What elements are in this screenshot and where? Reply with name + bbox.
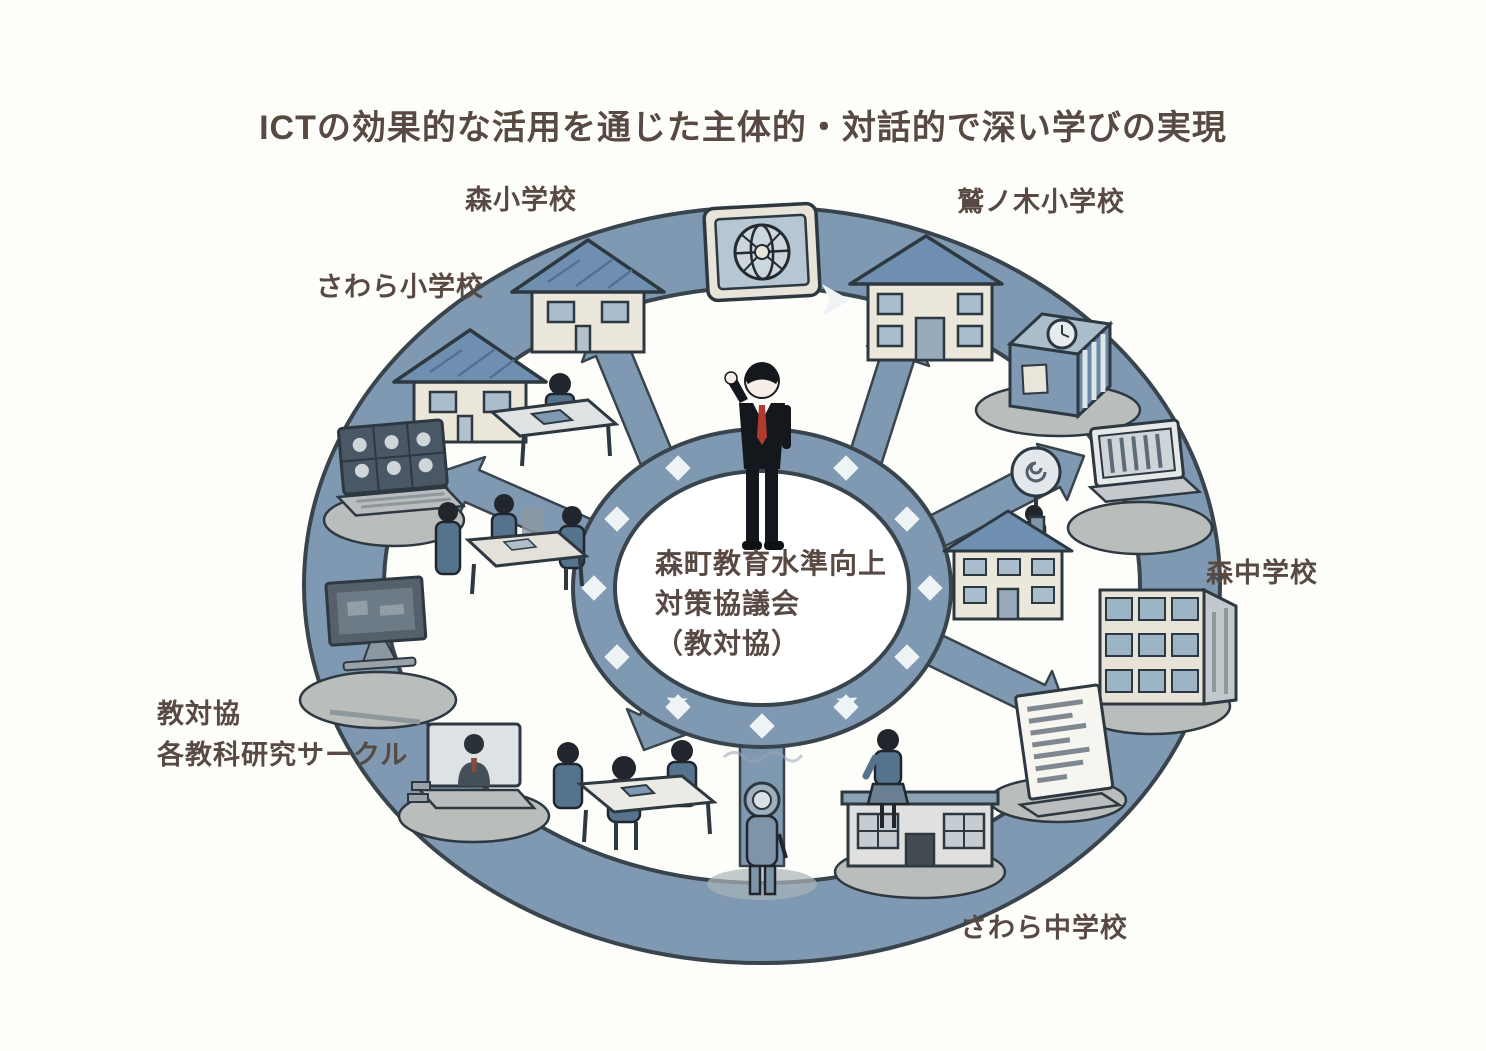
- video-call-laptop-icon: [397, 722, 551, 844]
- house-two-story-icon: [942, 509, 1074, 621]
- group-table-icon: [434, 494, 590, 595]
- video-grid-laptop-icon: [322, 418, 467, 548]
- hub-label: 森町教育水準向上 対策協議会 （教対協）: [655, 544, 887, 664]
- hub-label-line1: 森町教育水準向上: [655, 548, 888, 579]
- businessman-icon: [724, 362, 791, 550]
- label-kyotaikyo-line1: 教対協: [157, 699, 241, 729]
- standing-teacher-icon: [862, 729, 910, 828]
- hub-label-line3: （教対協）: [655, 628, 801, 659]
- label-washinoki-elementary: 鷲ノ木小学校: [957, 187, 1125, 217]
- hub-curl-arrow-right-icon: [835, 697, 858, 714]
- hub-ring: [571, 427, 953, 763]
- label-mori-junior-high: 森中学校: [1206, 558, 1318, 588]
- washinoki-elementary-school-icon: [848, 234, 1004, 362]
- hooded-figure-icon: [707, 781, 817, 900]
- tablet-globe-icon: [702, 201, 822, 303]
- sawara-junior-high-building-icon: [833, 790, 1007, 900]
- desk-person-icon: [488, 373, 620, 467]
- meeting-table-icon: [552, 740, 718, 850]
- page-title: ICTの効果的な活用を通じた主体的・対話的で深い学びの実現: [259, 109, 1227, 147]
- mori-junior-high-building-icon: [1072, 587, 1238, 736]
- laptop-right-icon: [1066, 418, 1214, 556]
- label-kyotaikyo-line2: 各教科研究サークル: [157, 740, 409, 770]
- label-kyotaikyo-circle: 教対協 各教科研究サークル: [157, 694, 408, 776]
- hub-label-line2: 対策協議会: [655, 588, 801, 619]
- flow-chevron-icon: [822, 284, 850, 316]
- monitor-icon: [298, 575, 458, 730]
- label-sawara-elementary: さわら小学校: [316, 272, 484, 302]
- hub-curl-arrow-left-icon: [666, 697, 689, 714]
- hub-scribble: [722, 751, 804, 763]
- label-sawara-junior-high: さわら中学校: [960, 913, 1128, 943]
- clock-building-icon: [974, 312, 1142, 438]
- label-mori-elementary: 森小学校: [465, 185, 577, 215]
- document-icon: [988, 683, 1128, 824]
